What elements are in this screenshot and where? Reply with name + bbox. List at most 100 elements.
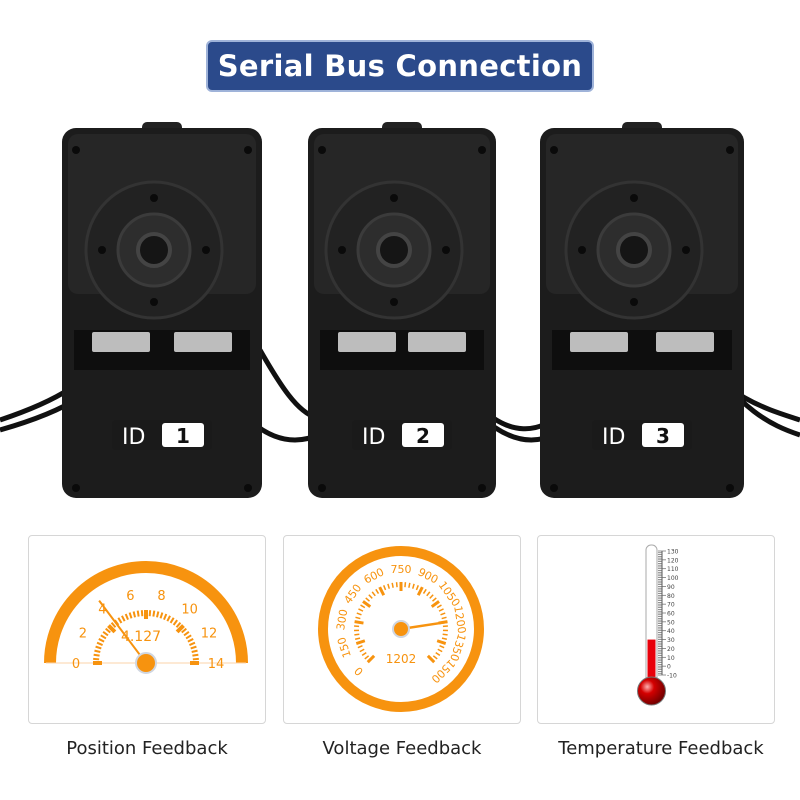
serial-bus-connection-banner: Serial Bus Connection bbox=[206, 40, 594, 92]
screw-hole bbox=[726, 146, 734, 154]
gauge-tick bbox=[429, 594, 434, 599]
gauge-tick bbox=[416, 586, 424, 596]
thermometer-tick-label: 10 bbox=[667, 655, 675, 662]
screw-hole bbox=[244, 146, 252, 154]
gauge-tick bbox=[152, 610, 156, 617]
gauge-tick bbox=[181, 627, 187, 634]
gauge-tick-label: 900 bbox=[416, 565, 441, 586]
id-badge bbox=[642, 423, 684, 447]
gauge-tick bbox=[132, 611, 137, 618]
screw-hole bbox=[98, 246, 106, 254]
screw-hole bbox=[318, 484, 326, 492]
thermometer-tick-label: 30 bbox=[667, 637, 675, 644]
gauge-tick bbox=[439, 644, 445, 649]
gauge-tick bbox=[172, 619, 178, 626]
gauge-tick bbox=[169, 617, 175, 624]
position-feedback-label: Position Feedback bbox=[66, 738, 228, 759]
screw-hole bbox=[150, 194, 158, 202]
screw-hole bbox=[550, 146, 558, 154]
gauge-tick-label: 4 bbox=[98, 602, 106, 617]
screw-hole bbox=[72, 484, 80, 492]
gauge-tick bbox=[432, 655, 438, 660]
gauge-tick bbox=[442, 633, 448, 636]
gauge-tick bbox=[361, 651, 367, 657]
screw-hole bbox=[630, 298, 638, 306]
thermometer-tick-label: 80 bbox=[667, 593, 675, 600]
screw-hole bbox=[630, 194, 638, 202]
gauge-tick bbox=[436, 604, 442, 609]
thermometer-tick-label: 100 bbox=[667, 575, 679, 582]
gauge-tick bbox=[359, 648, 365, 653]
gauge-tick bbox=[98, 638, 105, 643]
servo-illustration: ID 1 ID 2 ID 3 bbox=[0, 122, 800, 498]
servo-2: ID 2 bbox=[308, 122, 496, 498]
gauge-tick bbox=[415, 585, 419, 591]
gauge-tick-label: 2 bbox=[79, 627, 87, 642]
servo-3: ID 3 bbox=[540, 122, 744, 498]
gauge-tick bbox=[166, 615, 171, 622]
gauge-tick bbox=[383, 585, 387, 591]
screw-hole bbox=[244, 484, 252, 492]
gauge-tick bbox=[430, 600, 440, 608]
id-number: 2 bbox=[416, 424, 430, 448]
gauge-tick bbox=[358, 608, 364, 612]
screw-hole bbox=[478, 146, 486, 154]
gauge-tick-label: 1200 bbox=[451, 605, 468, 635]
gauge-tick bbox=[368, 594, 373, 599]
gauge-tick bbox=[426, 654, 436, 664]
gauge-tick bbox=[107, 624, 117, 634]
gauge-value-readout: 1202 bbox=[386, 652, 417, 666]
thermometer-tick-label: 60 bbox=[667, 611, 675, 618]
gauge-tick bbox=[187, 638, 194, 643]
gauge-needle bbox=[98, 600, 147, 664]
gauge-outer-ring bbox=[318, 546, 484, 712]
gauge-tick bbox=[102, 631, 109, 637]
connector bbox=[174, 332, 232, 352]
gauge-tick bbox=[356, 612, 362, 616]
id-badge bbox=[402, 423, 444, 447]
gauge-tick-label: 6 bbox=[126, 589, 134, 604]
gauge-tick bbox=[190, 645, 197, 650]
thermometer-tick-label: 90 bbox=[667, 584, 675, 591]
gauge-tick bbox=[441, 637, 448, 640]
screw-hole bbox=[318, 146, 326, 154]
connector bbox=[570, 332, 628, 352]
gauge-tick bbox=[110, 622, 117, 628]
gauge-pivot bbox=[135, 652, 157, 674]
gauge-tick bbox=[354, 637, 361, 640]
id-prefix: ID bbox=[362, 425, 385, 450]
gauge-tick bbox=[360, 604, 366, 609]
screw-hole bbox=[338, 246, 346, 254]
screw-hole bbox=[150, 298, 158, 306]
id-prefix: ID bbox=[602, 425, 625, 450]
id-number: 3 bbox=[656, 424, 670, 448]
gauge-tick bbox=[366, 654, 376, 664]
gauge-tick bbox=[155, 611, 160, 618]
gauge-tick bbox=[96, 641, 103, 646]
gauge-tick bbox=[387, 583, 391, 589]
gauge-tick-label: 10 bbox=[181, 602, 198, 617]
screw-hole bbox=[202, 246, 210, 254]
gauge-tick-label: 600 bbox=[362, 565, 387, 586]
id-number: 1 bbox=[176, 424, 190, 448]
thermometer-tick-label: 40 bbox=[667, 628, 675, 635]
thermometer-tick-label: 110 bbox=[667, 566, 679, 573]
gauge-tick bbox=[95, 645, 102, 650]
gauge-tick bbox=[136, 610, 140, 617]
servo-shaft bbox=[616, 232, 652, 268]
thermometer-tick-label: 0 bbox=[667, 664, 671, 671]
gauge-tick bbox=[128, 612, 133, 619]
thermometer-tick-label: 70 bbox=[667, 602, 675, 609]
thermometer-tick-label: 20 bbox=[667, 646, 675, 653]
gauge-tick bbox=[432, 597, 437, 602]
gauge-value-readout: 4.127 bbox=[121, 629, 161, 645]
servo-1: ID 1 bbox=[62, 122, 262, 498]
screw-hole bbox=[442, 246, 450, 254]
gauge-tick bbox=[408, 582, 411, 588]
gauge-tick bbox=[185, 634, 192, 640]
id-prefix: ID bbox=[122, 425, 145, 450]
gauge-tick bbox=[441, 616, 447, 620]
thermometer-tick-label: 130 bbox=[667, 549, 679, 556]
